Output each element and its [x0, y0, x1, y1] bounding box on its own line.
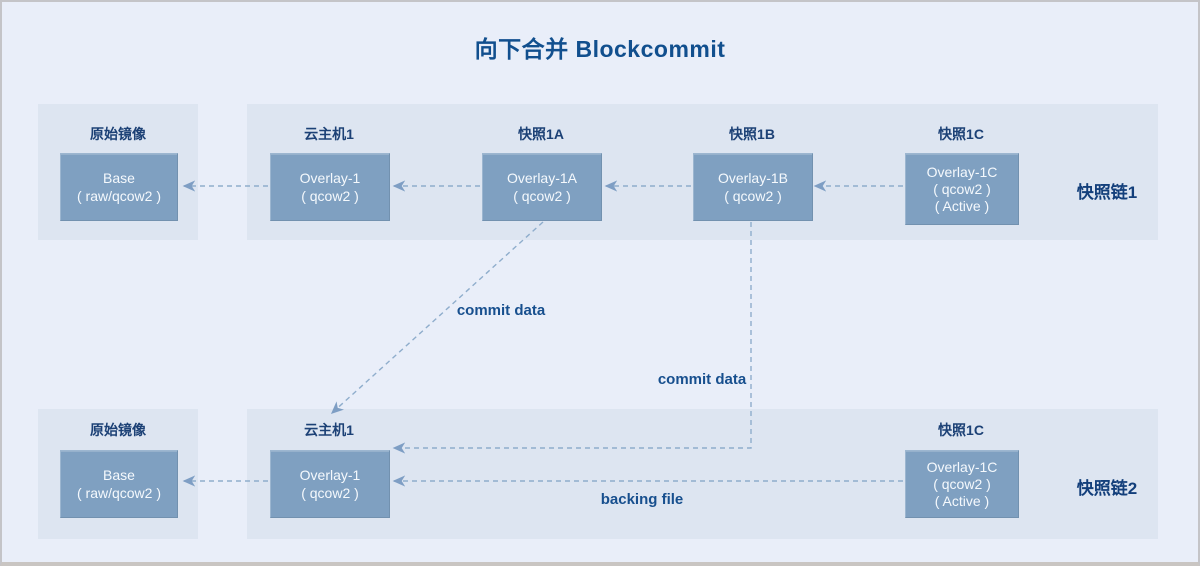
node-overlay1-chain2: Overlay-1 ( qcow2 ) [270, 450, 390, 518]
node-overlay1-chain1-name: Overlay-1 [299, 170, 361, 186]
node-overlay1-chain1: Overlay-1 ( qcow2 ) [270, 153, 390, 221]
node-overlay1a-name: Overlay-1A [506, 170, 578, 186]
node-base-chain2: Base ( raw/qcow2 ) [60, 450, 178, 518]
node-overlay1-chain1-format: ( qcow2 ) [301, 188, 359, 204]
chain1-label: 快照链1 [1076, 183, 1138, 202]
caption-original-image-chain2: 原始镜像 [90, 422, 146, 438]
node-base-chain2-format: ( raw/qcow2 ) [76, 485, 162, 501]
node-overlay1c-chain1-format: ( qcow2 ) [933, 180, 991, 197]
caption-snapshot-1c-chain1: 快照1C [938, 126, 984, 142]
node-overlay1-chain2-name: Overlay-1 [299, 467, 361, 483]
node-overlay1c-chain1-name: Overlay-1C [926, 163, 998, 180]
node-overlay1b: Overlay-1B ( qcow2 ) [693, 153, 813, 221]
caption-snapshot-1a: 快照1A [518, 126, 564, 142]
node-base-chain1-format: ( raw/qcow2 ) [76, 188, 162, 204]
node-overlay1-chain2-format: ( qcow2 ) [301, 485, 359, 501]
node-overlay1b-name: Overlay-1B [717, 170, 789, 186]
node-base-chain1: Base ( raw/qcow2 ) [60, 153, 178, 221]
caption-snapshot-1b: 快照1B [729, 126, 775, 142]
caption-original-image-chain1: 原始镜像 [90, 126, 146, 142]
backing-file-label: backing file [600, 491, 684, 508]
node-overlay1c-chain2: Overlay-1C ( qcow2 ) ( Active ) [905, 450, 1019, 518]
node-overlay1c-chain1: Overlay-1C ( qcow2 ) ( Active ) [905, 153, 1019, 225]
caption-snapshot-1c-chain2: 快照1C [938, 422, 984, 438]
diagram-title: 向下合并 Blockcommit [474, 36, 726, 62]
caption-cloud-host1-chain1: 云主机1 [304, 126, 354, 142]
caption-cloud-host1-chain2: 云主机1 [304, 422, 354, 438]
node-overlay1b-format: ( qcow2 ) [724, 188, 782, 204]
node-overlay1a: Overlay-1A ( qcow2 ) [482, 153, 602, 221]
node-overlay1a-format: ( qcow2 ) [513, 188, 571, 204]
chain2-label: 快照链2 [1076, 479, 1138, 498]
node-overlay1c-chain1-state: ( Active ) [934, 197, 990, 214]
node-overlay1c-chain2-state: ( Active ) [934, 492, 990, 509]
commit-data-label-2: commit data [657, 371, 747, 388]
commit-data-label-1: commit data [456, 302, 546, 319]
node-base-chain1-name: Base [103, 170, 135, 186]
node-overlay1c-chain2-name: Overlay-1C [926, 458, 998, 475]
node-overlay1c-chain2-format: ( qcow2 ) [933, 475, 991, 492]
node-base-chain2-name: Base [103, 467, 135, 483]
